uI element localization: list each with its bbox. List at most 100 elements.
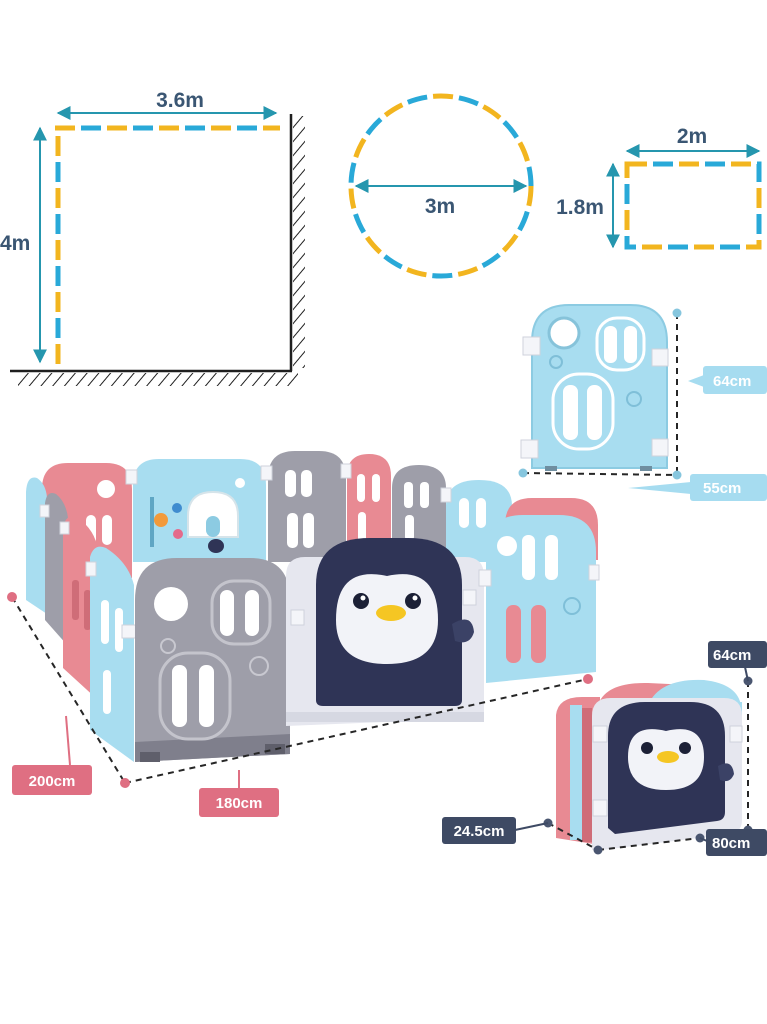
activity-knob	[235, 478, 245, 488]
single-panel-bottom-slot	[587, 385, 602, 440]
single-panel-round-hole	[547, 316, 581, 350]
folded-pink-layer	[582, 708, 592, 842]
panel-slot	[301, 470, 312, 497]
single-panel-bottom-slot	[563, 385, 578, 440]
dim-endpoint-dot	[120, 778, 130, 788]
single-panel-height-label: 64cm	[713, 373, 751, 390]
panel-slot	[102, 515, 112, 545]
panel-slot	[358, 512, 366, 542]
penguin-eye-highlight	[412, 595, 418, 601]
rectangle-height-label: 1.8m	[556, 196, 604, 219]
activity-mini-penguin	[208, 539, 224, 553]
wall-right-hatching	[293, 116, 305, 368]
panel-clip	[588, 564, 600, 581]
playpen-front-dim-line	[124, 678, 589, 784]
panel-slot-frame	[158, 651, 232, 741]
panel-clip	[478, 569, 492, 587]
panel-clip	[592, 799, 608, 817]
panel-slot	[101, 600, 109, 644]
single-panel-bottom-slot-frame	[551, 372, 615, 451]
assembled-playpen-illustration: 200cm 180cm	[7, 451, 600, 817]
panel-foot	[545, 466, 557, 471]
width-tag-pointer	[628, 482, 691, 494]
rectangle-layout-diagram: 2m 1.8m	[556, 125, 762, 250]
side-tag-connector	[65, 715, 71, 766]
panel-clip	[290, 609, 305, 626]
single-panel-top-slot	[604, 326, 617, 363]
activity-toy-pink	[173, 529, 183, 539]
panel-slot	[172, 665, 187, 727]
side-tag	[12, 765, 92, 795]
front-gray-panel-base	[135, 734, 290, 762]
single-panel-width-dim-line	[522, 472, 678, 476]
folded-depth-tag-connector	[514, 822, 549, 831]
dim-endpoint-dot	[583, 674, 593, 684]
folded-depth-dim-line	[547, 822, 599, 851]
single-panel-top-slot	[624, 326, 637, 363]
folded-depth-tag	[442, 817, 516, 844]
square-width-label: 3.6m	[156, 89, 204, 112]
panel-clip	[260, 465, 273, 481]
panel-slot	[84, 590, 91, 630]
panel-round-hole	[154, 587, 188, 621]
folded-width-tag-connector	[699, 837, 708, 842]
flower-decal	[563, 597, 581, 615]
flower-decal	[626, 391, 642, 407]
panel-clip	[651, 348, 669, 367]
panel-clip	[651, 438, 669, 457]
folded-penguin-eye-left	[641, 742, 653, 754]
folded-playpen-illustration: 64cm 24.5cm 80cm	[442, 641, 767, 856]
panel-slot	[522, 535, 535, 580]
penguin-eye-left	[353, 593, 369, 609]
rectangle-edge-blue	[624, 161, 762, 250]
panel-slot	[303, 513, 314, 548]
penguin-eye-highlight	[360, 595, 366, 601]
penguin-eye-right	[405, 593, 421, 609]
penguin-flipper	[452, 619, 474, 643]
circle-edge-blue	[348, 93, 534, 279]
folded-width-tag	[706, 829, 767, 856]
folded-height-label: 64cm	[713, 647, 751, 664]
panel-slot	[404, 482, 413, 508]
panel-slot	[285, 470, 296, 497]
front-tag	[199, 788, 279, 817]
left-wall-blue-panel-far	[26, 477, 47, 614]
folded-width-label: 80cm	[712, 835, 750, 852]
square-layout-diagram: 3.6m 4m	[0, 89, 305, 386]
left-wall-blue-panel-near	[90, 546, 134, 762]
panel-slot	[476, 498, 486, 528]
panel-hole	[97, 480, 115, 498]
rectangle-width-label: 2m	[677, 125, 707, 148]
folded-penguin-eye-right	[679, 742, 691, 754]
panel-clip	[522, 336, 541, 356]
panel-foot	[265, 744, 285, 754]
playpen-front-label: 180cm	[216, 795, 263, 812]
dim-endpoint-dot	[672, 308, 682, 318]
panel-clip	[85, 561, 97, 577]
flower-decal	[549, 355, 563, 369]
width-tag	[690, 474, 767, 501]
panel-slot	[531, 605, 546, 663]
dim-endpoint-dot	[518, 468, 528, 478]
panel-clip	[59, 521, 70, 535]
panel-slot	[506, 605, 521, 663]
square-height-label: 4m	[0, 232, 30, 255]
panel-slot	[220, 590, 234, 636]
panel-foot	[140, 752, 160, 762]
back-pink-narrow-panel	[347, 454, 391, 552]
folded-depth-label: 24.5cm	[454, 823, 505, 840]
dim-endpoint-dot	[7, 592, 17, 602]
wall-bottom-hatching	[18, 373, 298, 386]
folded-penguin-beak	[657, 751, 679, 763]
panel-clip	[39, 504, 50, 518]
panel-slot	[287, 513, 298, 548]
panel-slot	[103, 670, 111, 714]
panel-slot	[245, 590, 259, 636]
penguin-beak	[376, 605, 406, 621]
back-gray-narrow-panel	[392, 465, 446, 548]
panel-slot	[545, 535, 558, 580]
dim-endpoint-dot	[672, 470, 682, 480]
single-panel-top-slot-frame	[595, 316, 646, 372]
activity-toy-blue	[172, 503, 182, 513]
